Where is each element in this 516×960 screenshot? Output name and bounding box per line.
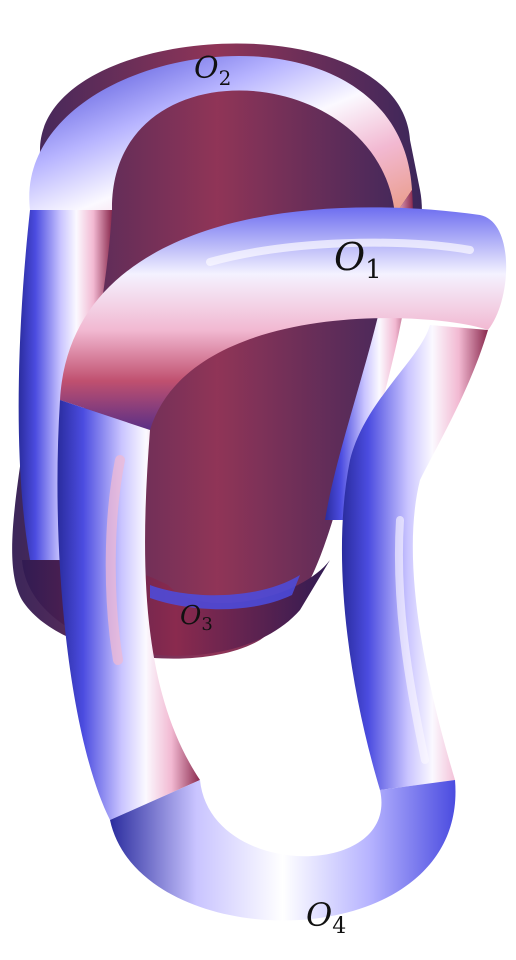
label-o1-subscript: 1 bbox=[365, 255, 382, 285]
label-o3-subscript: 3 bbox=[201, 614, 212, 635]
label-o2-letter: O bbox=[194, 51, 219, 86]
label-o2-subscript: 2 bbox=[219, 66, 232, 90]
label-o3-letter: O bbox=[180, 601, 201, 631]
label-o4-subscript: 4 bbox=[332, 914, 346, 939]
front-ring-bottom-arc bbox=[110, 780, 455, 920]
label-o4-letter: O bbox=[306, 896, 332, 934]
label-o1-letter: O bbox=[334, 235, 365, 279]
